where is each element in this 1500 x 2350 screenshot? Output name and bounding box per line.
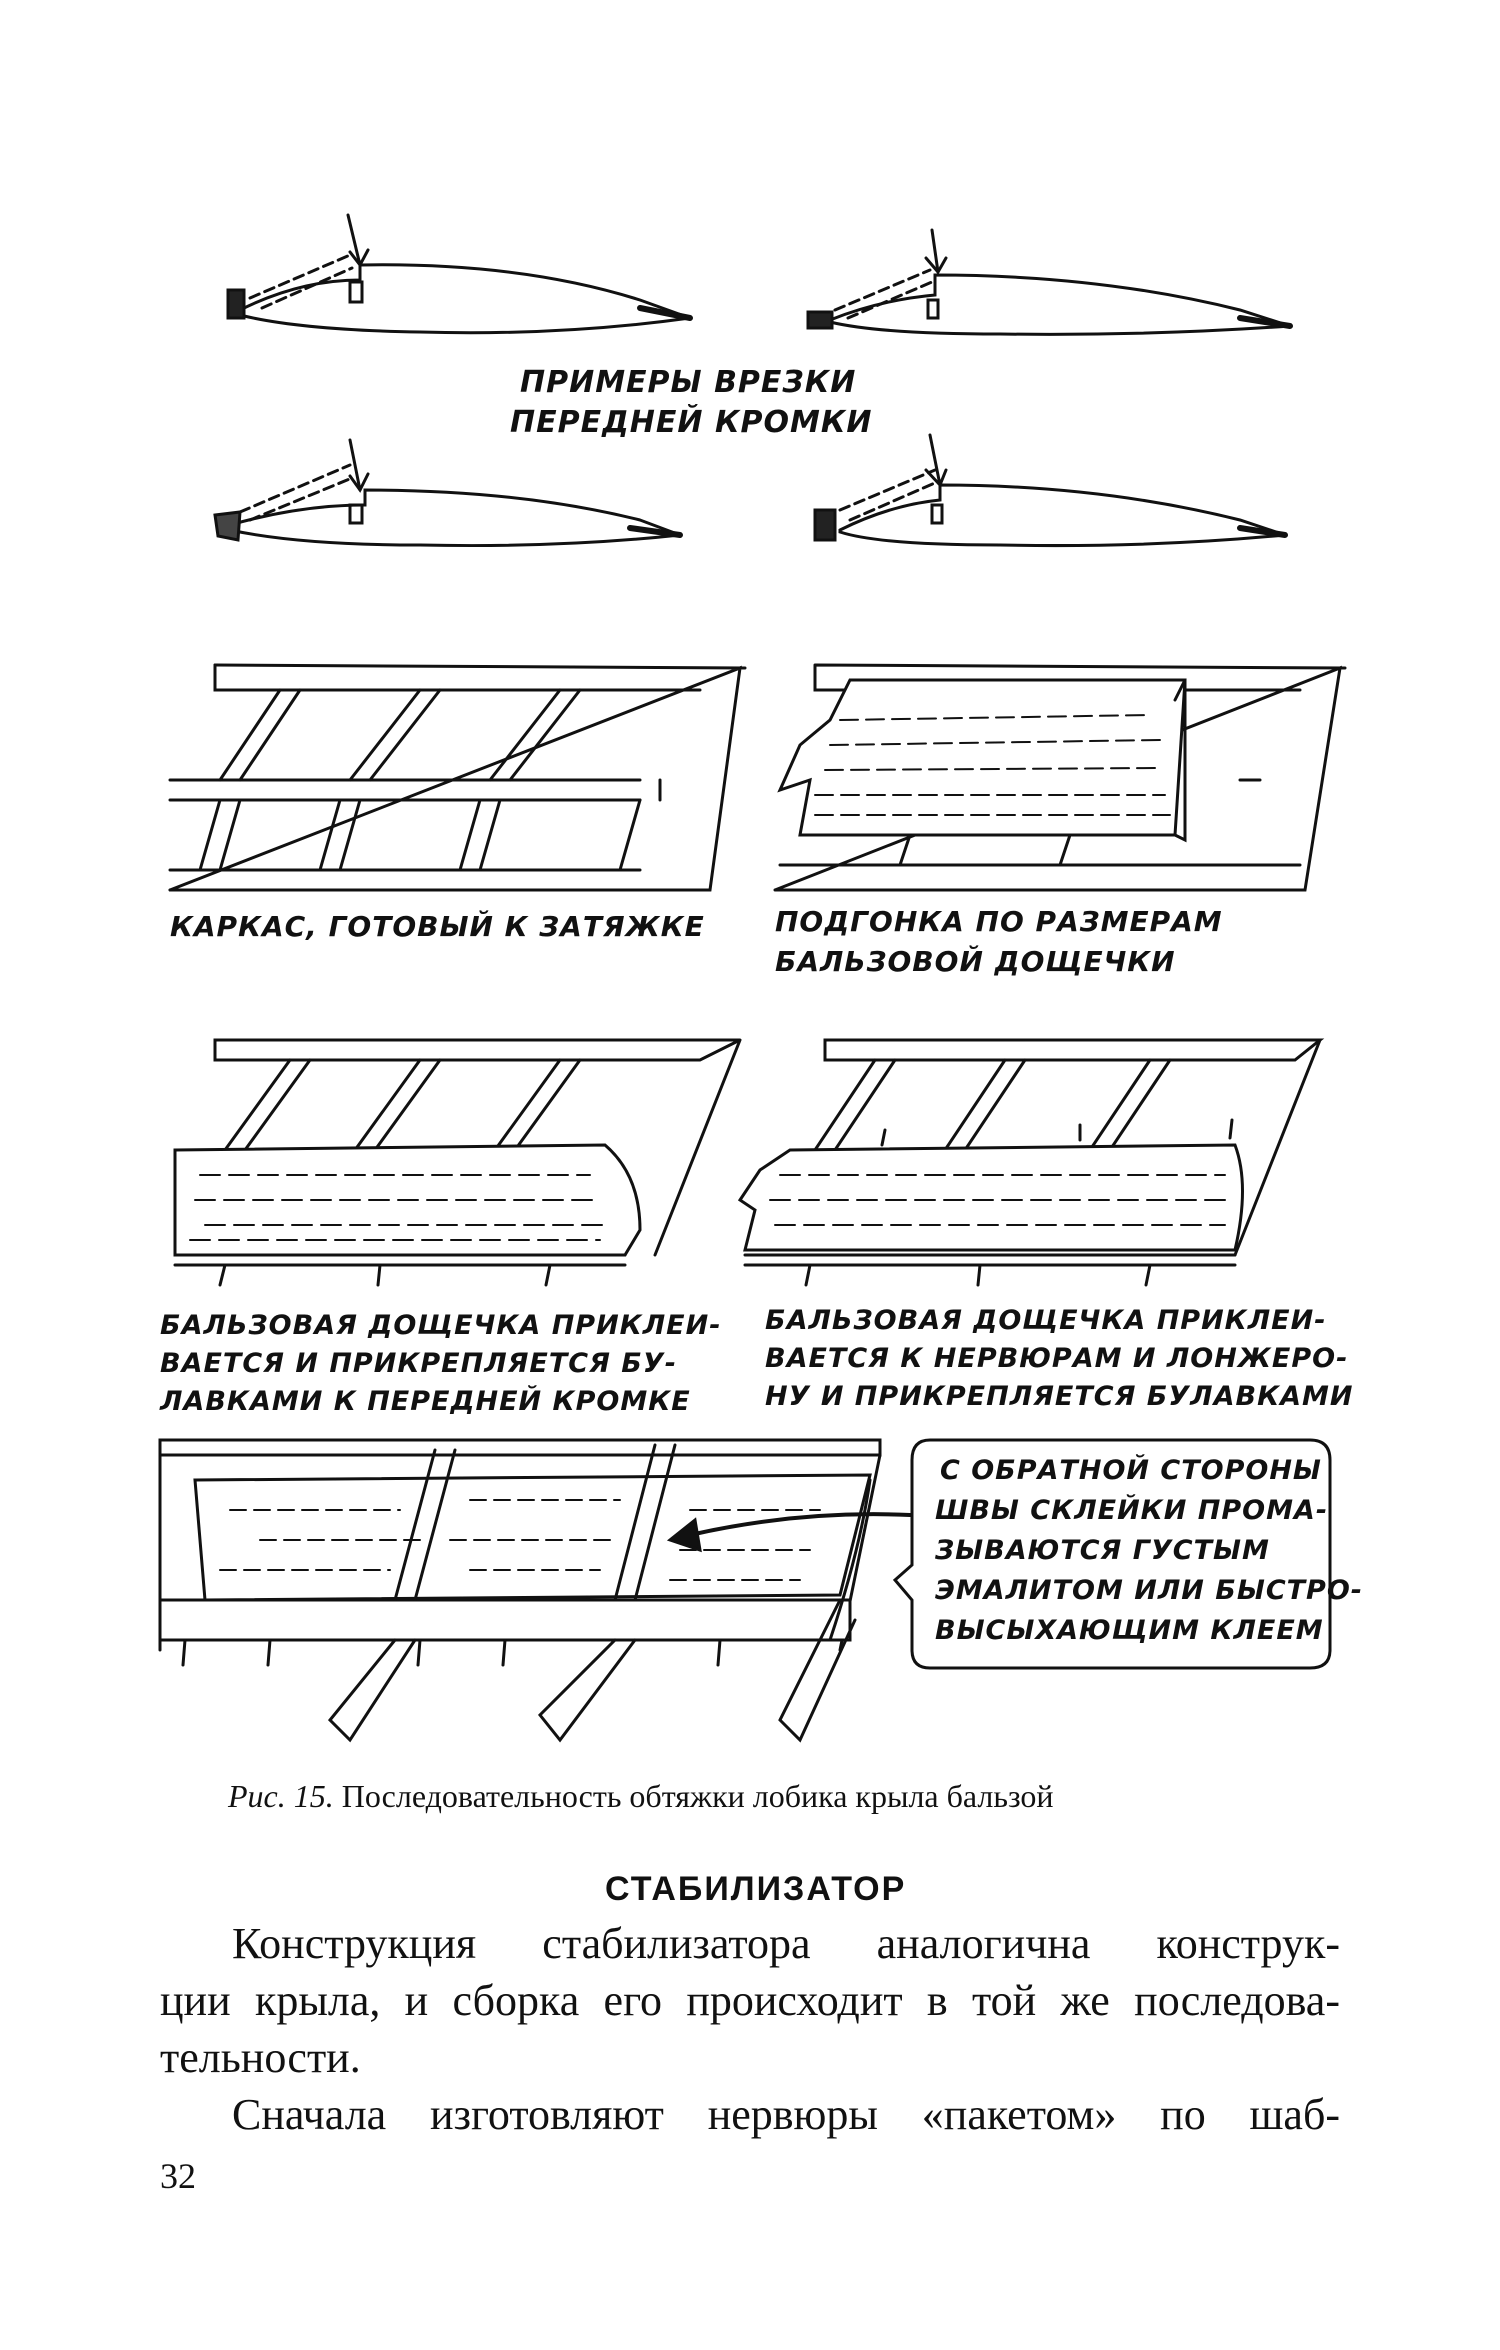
balsa-fitting-panel	[773, 663, 1347, 892]
label-glued-ribs-line1: БАЛЬЗОВАЯ ДОЩЕЧКА ПРИКЛЕИ-	[765, 1305, 1327, 1336]
callout-line4: ЭМАЛИТОМ ИЛИ БЫСТРО-	[935, 1575, 1363, 1606]
airfoil-profile-3	[213, 438, 683, 548]
figure-illustration	[158, 213, 1347, 1743]
airfoil-profile-1	[226, 213, 693, 335]
callout-line1: С ОБРАТНОЙ СТОРОНЫ	[940, 1455, 1322, 1486]
label-fitting-line2: БАЛЬЗОВОЙ ДОЩЕЧКИ	[775, 945, 1176, 978]
airfoil-profile-4	[813, 433, 1288, 548]
label-glued-edge-line3: ЛАВКАМИ К ПЕРЕДНЕЙ КРОМКЕ	[160, 1386, 691, 1417]
wing-frame-panel	[168, 663, 747, 892]
callout-line5: ВЫСЫХАЮЩИМ КЛЕЕМ	[935, 1615, 1324, 1646]
label-frame: КАРКАС, ГОТОВЫЙ К ЗАТЯЖКЕ	[170, 910, 705, 943]
airfoil-profile-2	[806, 228, 1293, 336]
callout-line3: ЗЫВАЮТСЯ ГУСТЫМ	[935, 1535, 1270, 1566]
label-glued-edge-line1: БАЛЬЗОВАЯ ДОЩЕЧКА ПРИКЛЕИ-	[160, 1310, 722, 1341]
callout-box-outline	[666, 1438, 1332, 1670]
paragraph-1-line-2: ции крыла, и сборка его происходит в той…	[160, 1976, 1340, 2025]
label-profiles-line1: ПРИМЕРЫ ВРЕЗКИ	[520, 365, 857, 400]
label-profiles-line2: ПЕРЕДНЕЙ КРОМКИ	[510, 405, 873, 440]
callout-line2: ШВЫ СКЛЕЙКИ ПРОМА-	[935, 1495, 1329, 1526]
figure-number: Рис. 15.	[228, 1778, 334, 1814]
page-number: 32	[160, 2156, 196, 2196]
section-heading: СТАБИЛИЗАТОР	[605, 1870, 907, 1908]
figure-caption: Рис. 15. Последовательность обтяжки лоби…	[228, 1778, 1054, 1815]
label-glued-edge-line2: ВАЕТСЯ И ПРИКРЕПЛЯЕТСЯ БУ-	[160, 1348, 677, 1379]
label-fitting-line1: ПОДГОНКА ПО РАЗМЕРАМ	[775, 905, 1223, 938]
figure-caption-text: Последовательность обтяжки лобика крыла …	[341, 1778, 1054, 1814]
paragraph-1-line-3: тельности.	[160, 2033, 361, 2082]
paragraph-1-line-1: Конструкция стабилизатора аналогична кон…	[232, 1919, 1340, 1968]
paragraph-2-line-1: Сначала изготовляют нервюры «пакетом» по…	[232, 2090, 1340, 2139]
balsa-glued-ribs-panel	[737, 1038, 1325, 1287]
label-glued-ribs-line2: ВАЕТСЯ К НЕРВЮРАМ И ЛОНЖЕРО-	[765, 1343, 1349, 1374]
label-glued-ribs-line3: НУ И ПРИКРЕПЛЯЕТСЯ БУЛАВКАМИ	[765, 1381, 1354, 1412]
wing-underside-panel	[158, 1438, 882, 1743]
balsa-glued-leading-edge-panel	[173, 1038, 742, 1287]
